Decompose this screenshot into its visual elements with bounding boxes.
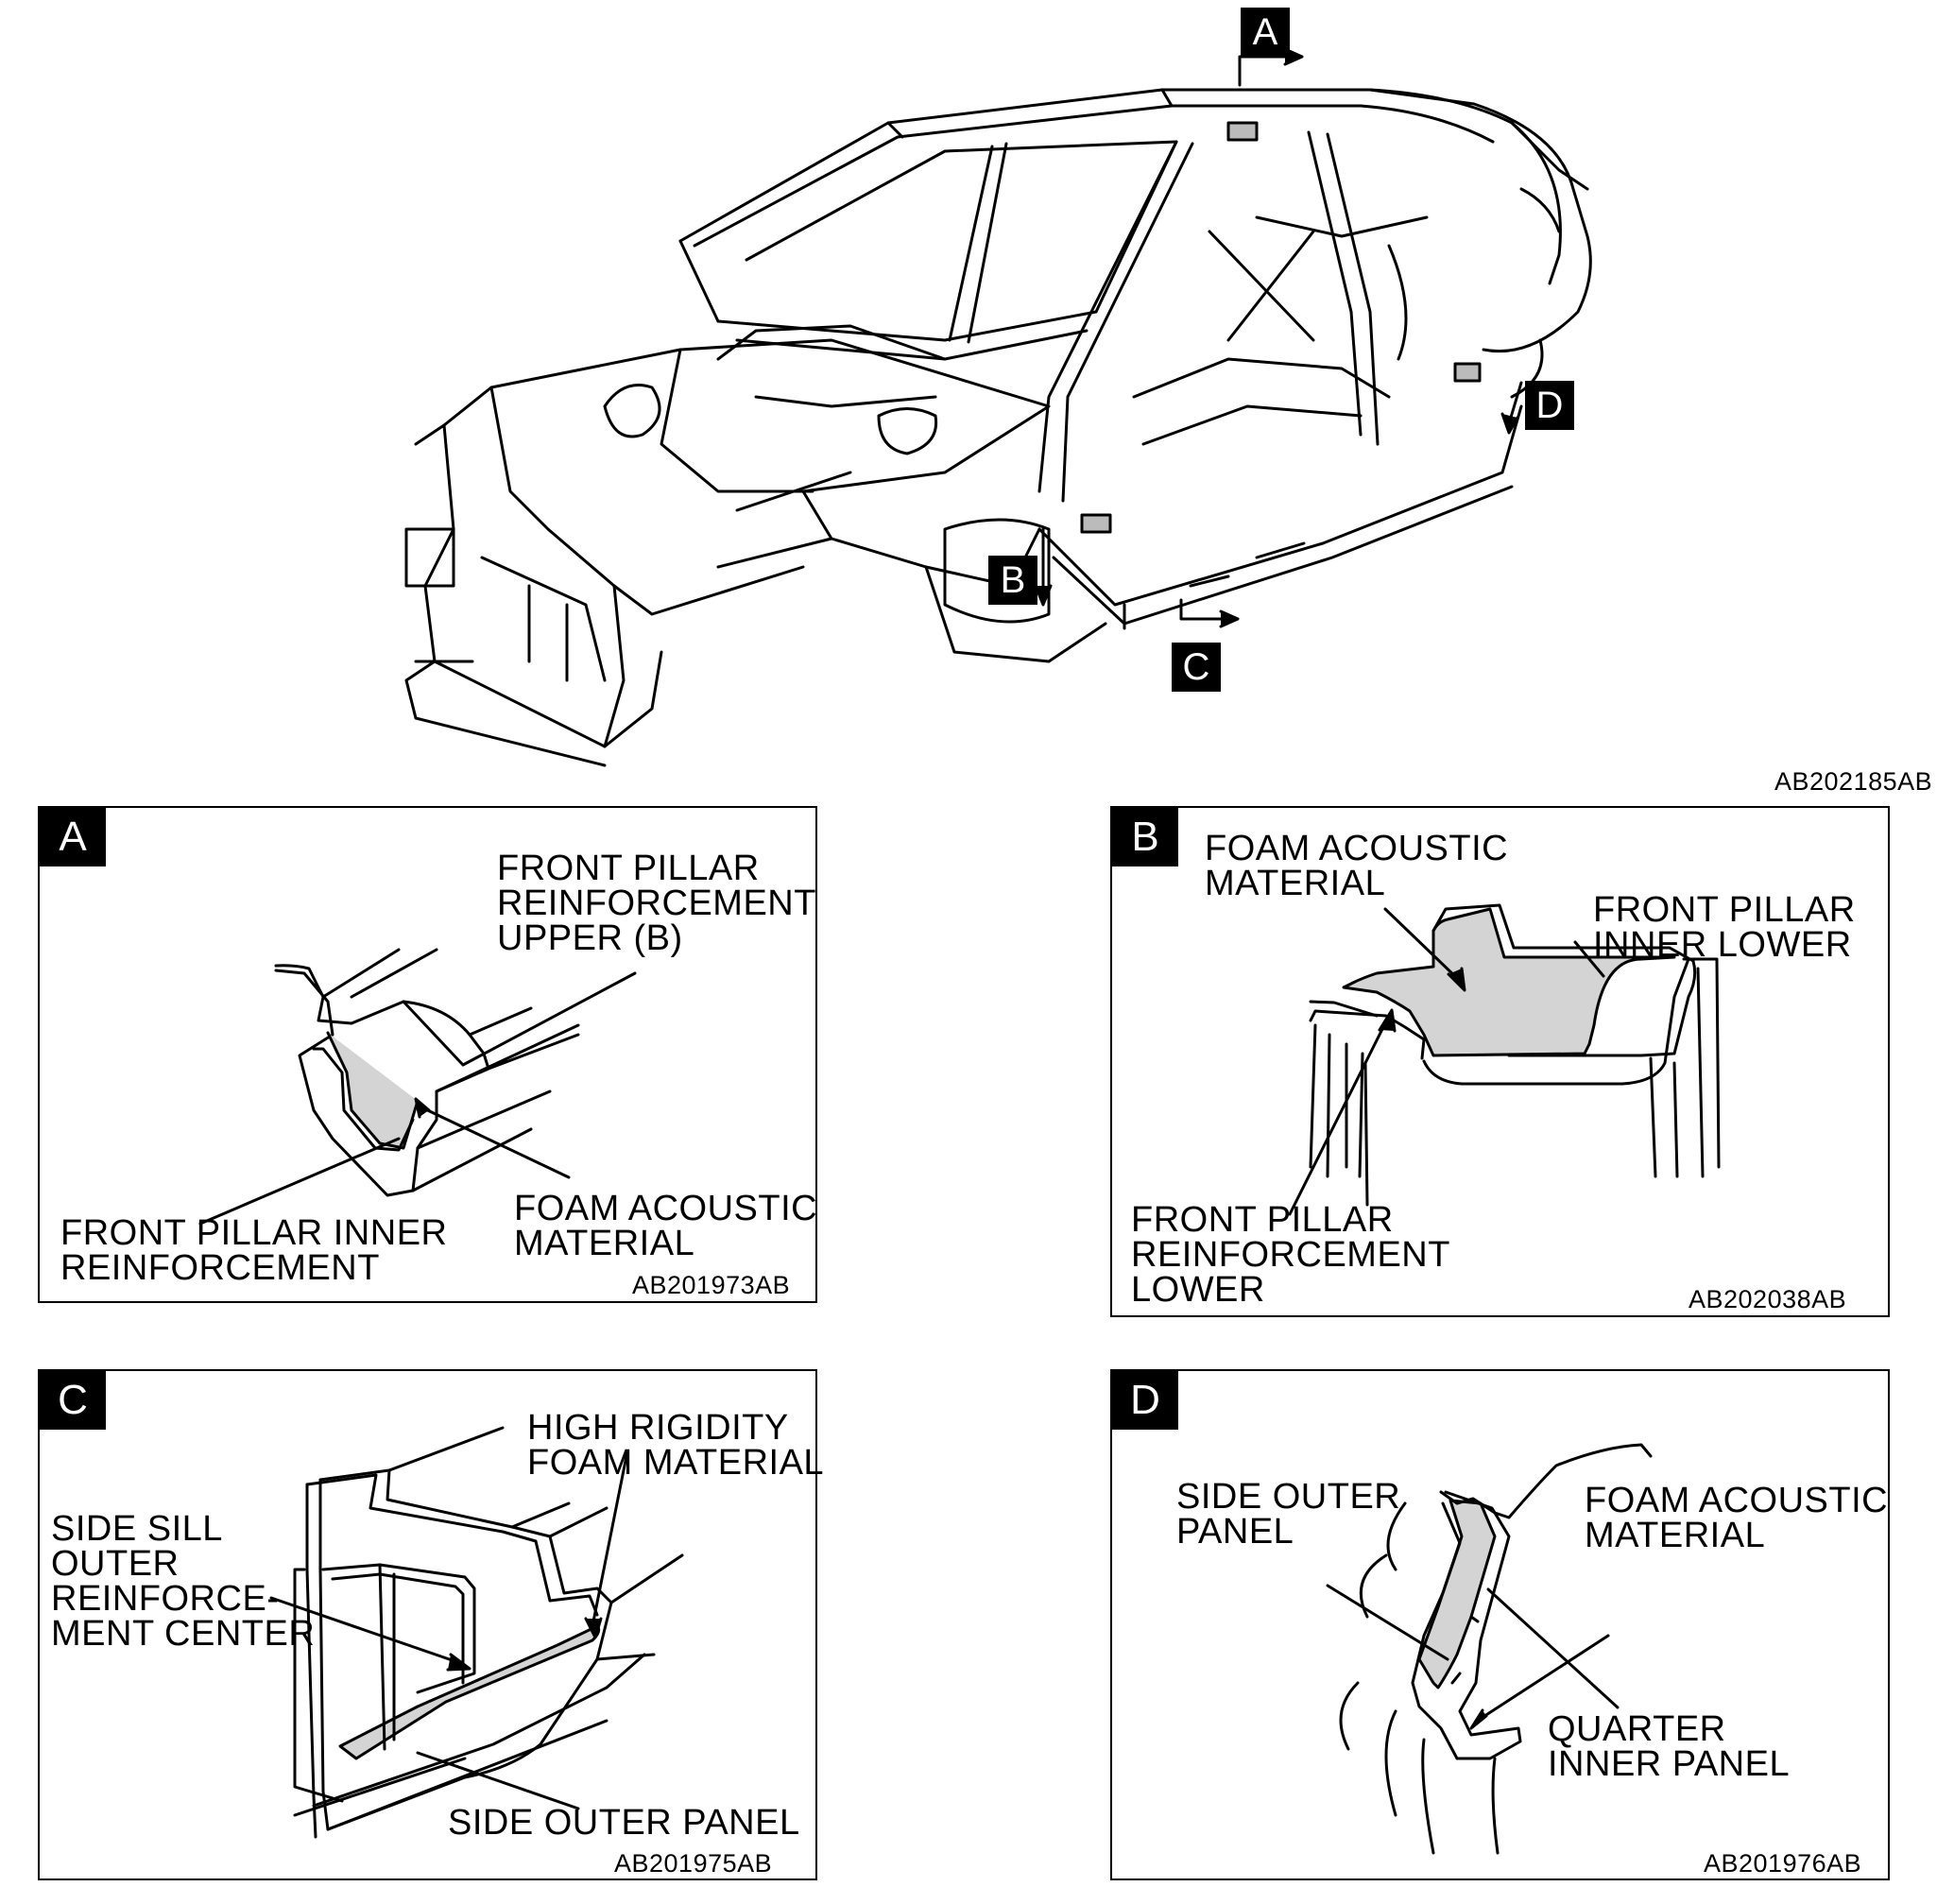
section-b-drawing [1288,903,1721,1216]
panel-d-figure-code: AB201976AB [1704,1849,1862,1878]
panel-c-figure-code: AB201975AB [614,1849,773,1878]
section-a-drawing [198,948,637,1226]
section-callout-d: D [1525,381,1574,430]
panel-a-figure-code: AB201973AB [632,1271,791,1299]
section-callout-b: B [988,556,1037,605]
label-side-outer-panel: SIDE OUTER PANEL [448,1803,800,1843]
section-callout-a: A [1241,8,1290,57]
panel-letter: D [1112,1371,1178,1430]
overview-figure-code: AB202185AB [1774,767,1933,796]
panel-letter: C [40,1371,106,1430]
car-body-drawing [404,47,1592,767]
section-callout-c: C [1172,643,1221,692]
section-c-drawing [269,1426,684,1839]
panel-letter: B [1112,808,1178,866]
panel-letter: A [40,808,106,866]
section-d-drawing [1326,1443,1653,1855]
panel-b-figure-code: AB202038AB [1688,1285,1847,1313]
